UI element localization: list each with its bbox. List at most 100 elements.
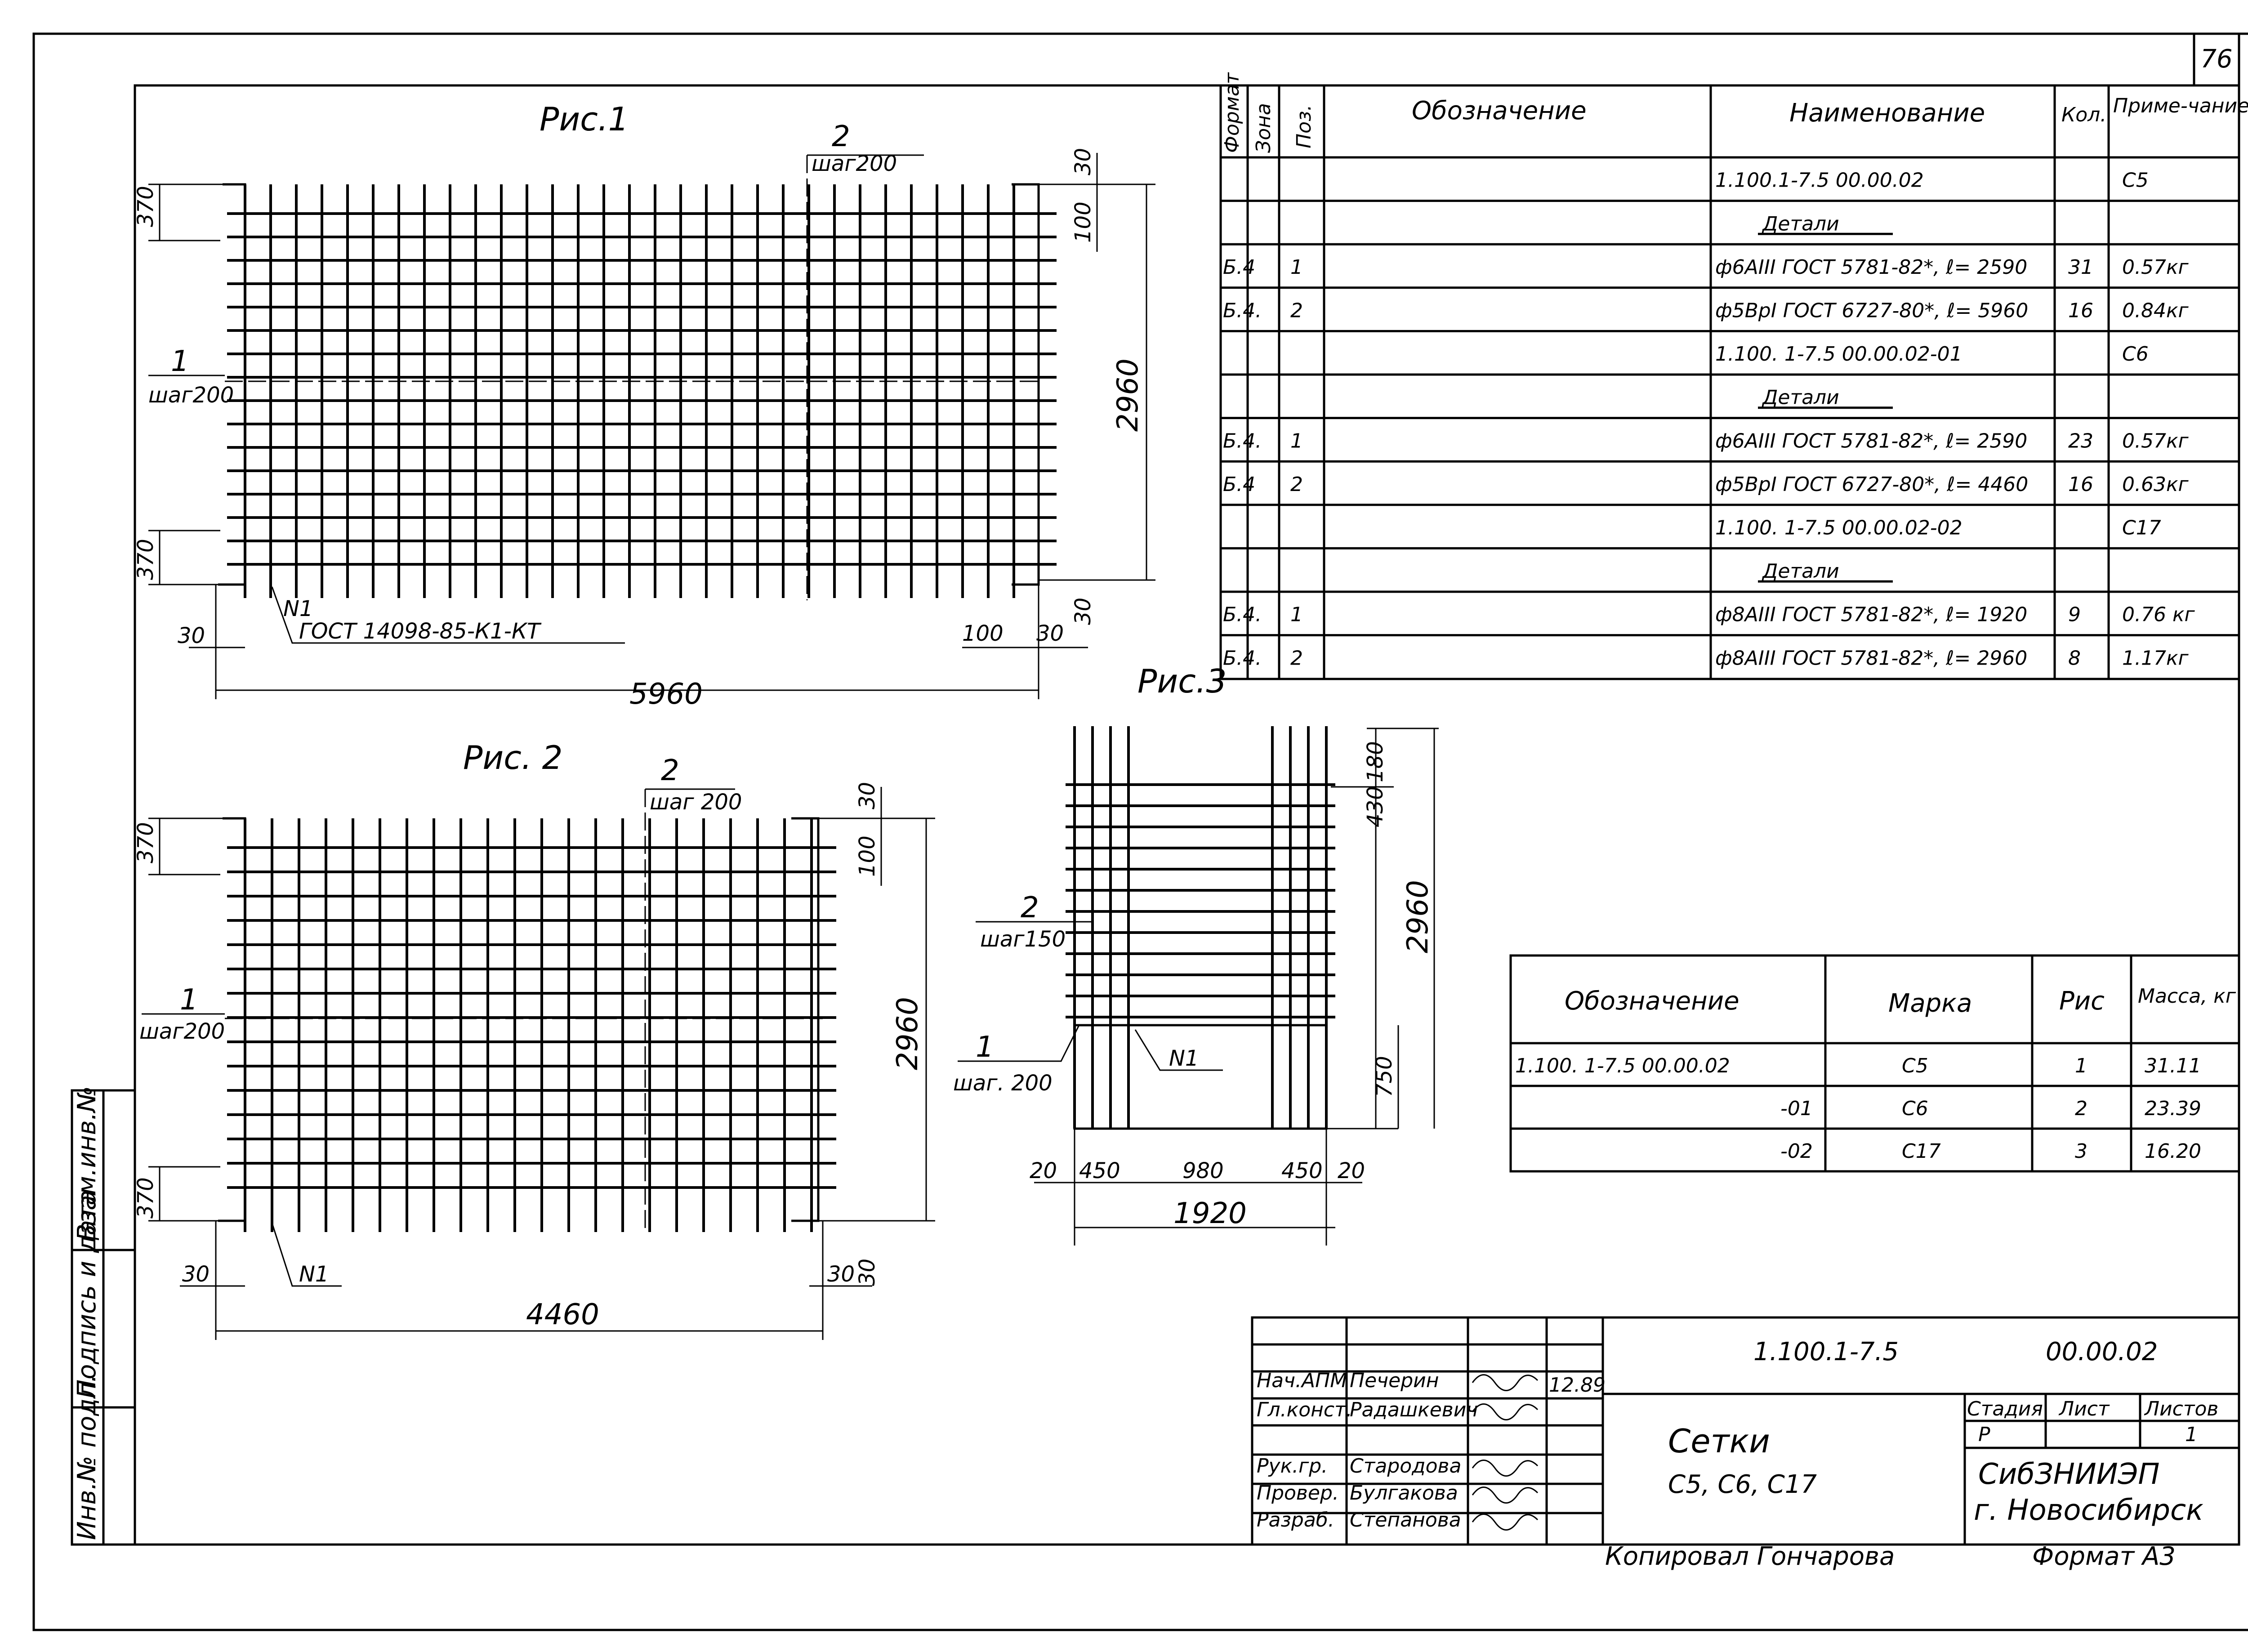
fig2-pos2-step: шаг 200 [650,790,742,815]
spec-cell-format: Б.4 [1223,256,1255,279]
spec-cell-format: Б.4 [1223,473,1255,496]
mass-cell-fig: 2 [2075,1097,2087,1120]
fig1-mesh [227,184,1057,598]
side-stamp-signature: Подпись и дата [72,1190,102,1398]
copied-by: Копировал Гончарова [1605,1542,1895,1571]
fig2-dim-bottom-30-left: 30 [182,1262,210,1287]
spec-header-format: Формат [1221,72,1244,153]
spec-cell-qty: 16 [2068,299,2093,322]
spec-cell-name: Детали [1762,212,1839,235]
fig3-dim-height: 2960 [1401,880,1435,953]
tb-person-name: Степанова [1350,1509,1461,1531]
fig1-dim-bottom-30-right: 30 [1036,621,1064,646]
spec-cell-qty: 8 [2068,647,2081,670]
fig1-dim-right-100: 100 [1070,201,1096,243]
mass-cell-fig: 1 [2075,1054,2087,1077]
tb-person-name: Печерин [1350,1369,1439,1392]
fig3-dim-width: 1920 [1173,1197,1247,1230]
spec-cell-note: 0.57кг [2122,429,2189,452]
tb-role: Разраб. [1257,1509,1334,1531]
tb-signature-scribble [1472,1460,1539,1477]
spec-cell-name: ф8АIII ГОСТ 5781-82*, ℓ= 1920 [1715,603,2027,626]
spec-cell-note: 1.17кг [2122,647,2189,670]
spec-cell-name: ф6АIII ГОСТ 5781-82*, ℓ= 2590 [1715,256,2027,279]
fig3-dim-450-left: 450 [1079,1158,1120,1183]
spec-cell-note: 0.63кг [2122,473,2189,496]
tb-role: Нач.АПМ [1257,1369,1347,1392]
fig3-pos2-label: 2 [1021,891,1039,924]
spec-table: Формат Зона Поз. Обозначение Наименовани… [1219,72,2248,680]
spec-header-name: Наименование [1789,98,1985,128]
tb-date: 12.89 [1549,1374,1606,1397]
spec-header-qty: Кол. [2061,103,2106,126]
fig1-title: Рис.1 [540,100,629,138]
fig2-dim-right-30-top: 30 [855,782,880,809]
tb-sheet-header: Лист [2058,1398,2110,1420]
tb-sheets-header: Листов [2144,1398,2218,1420]
spec-cell-name: ф5ВрI ГОСТ 6727-80*, ℓ= 5960 [1715,299,2028,322]
fig1-dim-bottom-100: 100 [962,621,1004,646]
spec-header-pos: Поз. [1293,105,1316,148]
spec-cell-qty: 16 [2068,473,2093,496]
fig3-pos1-label: 1 [976,1031,994,1064]
mass-cell-mass: 16.20 [2145,1140,2201,1163]
spec-cell-name: Детали [1762,386,1839,409]
tb-signature-scribble [1472,1374,1539,1391]
fig1-dim-right-30-bottom: 30 [1070,598,1096,625]
fig1-dim-left-top: 370 [133,186,158,227]
spec-cell-note: С5 [2122,169,2149,192]
fig1-gost-note: ГОСТ 14098-85-К1-КТ [299,619,542,644]
tb-title-line1: Сетки [1668,1422,1770,1460]
tb-signature-scribble [1472,1514,1539,1531]
fig2-pos2-label: 2 [661,754,679,787]
spec-cell-pos: 2 [1290,473,1303,496]
tb-org-line2: г. Новосибирск [1974,1494,2203,1527]
tb-stage-header: Стадия [1967,1398,2043,1420]
mass-header-fig: Рис [2059,987,2105,1016]
fig2-pos1-label: 1 [180,983,198,1017]
fig1-dim-width: 5960 [629,678,703,711]
tb-signature-scribble [1472,1403,1539,1420]
fig1-dim-right-30-top: 30 [1070,148,1096,175]
fig3-dim-450-right: 450 [1281,1158,1323,1183]
mass-cell-mark: С5 [1902,1054,1928,1077]
mass-cell-mass: 31.11 [2145,1054,2201,1077]
fig3-dim-980: 980 [1182,1158,1224,1183]
fig3-dim-top-430: 430 [1363,786,1388,827]
figure-1: Рис.1 2 шаг200 1 шаг200 370 370 30 10 [133,100,1155,711]
sheet-number: 76 [2200,45,2232,74]
mass-cell-fig: 3 [2075,1140,2087,1163]
mass-table: Обозначение Марка Рис Масса, кг 1.100. 1… [1509,954,2240,1173]
tb-stage: Р [1978,1423,1990,1446]
title-block: 1.100.1-7.5 00.00.02 Сетки С5, С6, С17 С… [1251,1316,2240,1546]
fig3-leader-n1: N1 [1169,1046,1199,1071]
sheet-format: Формат А3 [2032,1542,2176,1571]
outer-border [32,32,2248,1631]
fig3-dim-20-left: 20 [1030,1158,1057,1183]
spec-cell-pos: 2 [1290,647,1303,670]
tb-role: Гл.конст. [1257,1398,1352,1421]
tb-signature-scribble [1472,1487,1539,1504]
tb-org-line1: СибЗНИИЭП [1978,1458,2159,1491]
mass-cell-designation: -01 [1780,1097,1813,1120]
side-stamp: Взам.инв.№ Подпись и дата Инв.№ подл. [71,1086,136,1546]
fig1-leader-n1: N1 [283,596,313,621]
fig1-pos1-label: 1 [171,345,189,378]
fig3-pos1-step: шаг. 200 [953,1071,1053,1096]
fig1-pos2-step: шаг200 [812,151,897,176]
spec-cell-note: С6 [2122,343,2149,366]
spec-header-zone: Зона [1252,103,1275,153]
side-stamp-inventory: Инв.№ подл. [72,1374,102,1540]
fig3-dim-750: 750 [1372,1056,1397,1097]
fig2-dim-bottom-30-right: 30 [827,1262,855,1287]
tb-person-name: Радашкевич [1350,1398,1478,1421]
figure-2: Рис. 2 2 шаг 200 1 шаг200 370 370 30 100… [133,739,935,1340]
spec-cell-format: Б.4. [1223,647,1262,670]
fig3-dim-20-right: 20 [1338,1158,1365,1183]
mass-cell-mass: 23.39 [2145,1097,2201,1120]
fig3-pos2-step: шаг150 [980,927,1066,952]
fig2-title: Рис. 2 [463,739,562,777]
spec-cell-name: Детали [1762,560,1839,583]
spec-cell-pos: 1 [1290,256,1303,279]
